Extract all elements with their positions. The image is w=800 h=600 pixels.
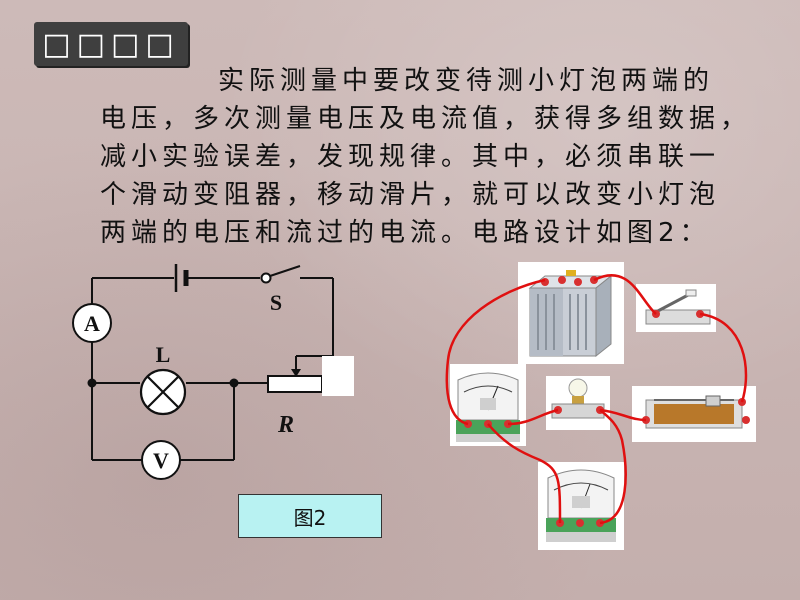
connecting-wires xyxy=(445,274,748,525)
voltmeter-label: V xyxy=(153,448,169,473)
ammeter-image xyxy=(450,364,526,446)
ammeter-symbol: A xyxy=(72,303,112,343)
junction-dot-right xyxy=(229,378,239,388)
figure-caption: 图2 xyxy=(293,505,327,530)
junction-dot-left xyxy=(87,378,97,388)
circuit-schematic xyxy=(87,264,334,461)
paragraph-line-3: 减小实验误差，发现规律。其中，必须串联一 xyxy=(100,142,721,172)
voltmeter-image xyxy=(538,462,624,550)
section-title-box: □□□□ xyxy=(34,22,188,66)
rheostat-slider-arrow xyxy=(291,360,301,377)
paragraph-line-4: 个滑动变阻器，移动滑片，就可以改变小灯泡 xyxy=(100,180,721,210)
voltmeter-symbol: V xyxy=(141,440,181,480)
rheostat-label: R xyxy=(277,412,294,438)
switch-label: S xyxy=(270,290,282,315)
figure-caption-box: 图2 xyxy=(238,494,382,538)
light-bulb-image xyxy=(546,376,610,430)
ammeter-label: A xyxy=(84,311,100,336)
lamp-symbol xyxy=(139,368,187,416)
knife-switch-image xyxy=(636,284,716,332)
paragraph-line-2: 电压，多次测量电压及电流值，获得多组数据， xyxy=(100,104,752,134)
switch-symbol xyxy=(260,265,301,284)
rheostat-image xyxy=(632,386,756,442)
paragraph-line-5: 两端的电压和流过的电流。电路设计如图2： xyxy=(100,218,711,248)
body-paragraph: 实际测量中要改变待测小灯泡两端的 电压，多次测量电压及电流值，获得多组数据， 减… xyxy=(100,62,752,252)
apparatus-illustration xyxy=(445,262,756,550)
section-title: □□□□ xyxy=(42,26,180,62)
rheostat-symbol xyxy=(267,375,323,393)
paragraph-line-1: 实际测量中要改变待测小灯泡两端的 xyxy=(218,66,715,96)
lamp-label: L xyxy=(156,342,171,367)
battery-pack-image xyxy=(518,262,624,364)
